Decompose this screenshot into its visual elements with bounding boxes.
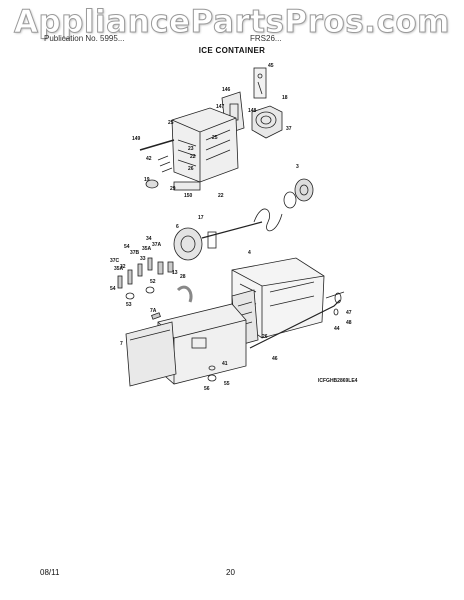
- part-19-cap: [145, 179, 159, 189]
- callout: 7: [120, 341, 123, 347]
- callout: 19: [144, 177, 150, 183]
- callout: 13: [172, 270, 178, 276]
- callout: 37: [286, 126, 292, 132]
- publication-header: Publication No. 5995...: [44, 34, 125, 43]
- callout: 22: [190, 154, 196, 160]
- watermark: AppliancePartsPros.com: [14, 4, 450, 41]
- callout: 53: [126, 302, 132, 308]
- part-46-rod: [249, 299, 341, 349]
- model-header: FRS26...: [250, 34, 282, 43]
- callout: 34: [146, 236, 152, 242]
- callout: 23: [188, 146, 194, 152]
- callout: 47: [346, 310, 352, 316]
- callout: 54: [110, 286, 116, 292]
- callout: 146: [222, 87, 231, 93]
- callout: 25: [212, 135, 218, 141]
- callout: 56: [204, 386, 210, 392]
- callout: 35A: [114, 266, 124, 272]
- part-18-motor: [251, 105, 283, 139]
- callout: 4: [248, 250, 251, 256]
- callout: 18: [282, 95, 288, 101]
- callout: 55: [224, 381, 230, 387]
- callout: 45: [268, 63, 274, 69]
- part-small-hardware: [117, 257, 193, 303]
- part-7A-pin: [151, 312, 161, 320]
- callout: 29: [170, 186, 176, 192]
- part-45-bracket: [253, 67, 267, 99]
- callout: 148: [248, 108, 257, 114]
- callout: 48: [346, 320, 352, 326]
- callout: 37C: [110, 258, 120, 264]
- part-ring: [283, 191, 297, 209]
- callout: 3: [296, 164, 299, 170]
- figure-code: ICFGHB2869LE4: [318, 378, 358, 384]
- callout: 35A: [142, 246, 152, 252]
- part-41-55-56-clips: [207, 365, 217, 382]
- part-container-housing: [157, 303, 247, 385]
- callout-labels: 45 146 18 147 148 37 25 149 25 23 42 22 …: [110, 63, 352, 392]
- part-6-drive: [173, 221, 263, 261]
- callout: 44: [334, 326, 340, 332]
- page-number: 20: [226, 568, 235, 577]
- part-149-rod: [139, 139, 175, 151]
- part-3-gear: [294, 178, 314, 202]
- callout: 41: [222, 361, 228, 367]
- section-title: ICE CONTAINER: [198, 46, 266, 55]
- callout: 46: [272, 356, 278, 362]
- part-25-housing: [171, 107, 239, 183]
- callout: 52: [150, 279, 156, 285]
- callout: 26: [262, 334, 268, 340]
- callout: 54: [124, 244, 130, 250]
- callout: 7A: [150, 308, 157, 314]
- callout: 42: [146, 156, 152, 162]
- callout: 26: [188, 166, 194, 172]
- part-7-door: [125, 321, 177, 387]
- callout: 17: [198, 215, 204, 221]
- part-screws-left: [157, 155, 173, 173]
- part-150-bar: [173, 181, 201, 191]
- callout: 32: [120, 264, 126, 270]
- callout: 22: [218, 193, 224, 199]
- callout: 37B: [130, 250, 140, 256]
- footer-date: 08/11: [40, 568, 60, 577]
- callout: 147: [216, 104, 225, 110]
- callout: 33: [140, 256, 146, 262]
- callout: 6: [176, 224, 179, 230]
- callout: 25: [168, 120, 174, 126]
- part-spring: [253, 208, 283, 232]
- callout: 37A: [152, 242, 162, 248]
- callout: 149: [132, 136, 141, 142]
- part-47-48-hardware: [325, 291, 345, 316]
- callout: 150: [184, 193, 193, 199]
- callout: 28: [180, 274, 186, 280]
